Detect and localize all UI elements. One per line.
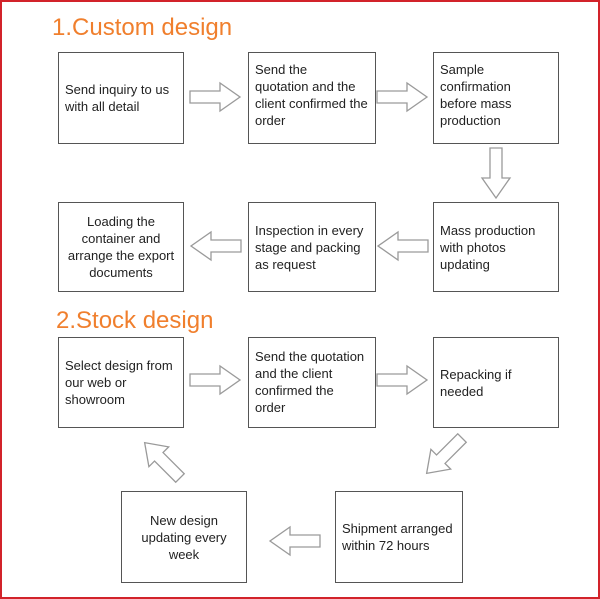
left-arrow-icon	[269, 526, 321, 556]
step-send-quotation-stock: Send the quotation and the client confir…	[248, 337, 376, 428]
step-label: Shipment arranged within 72 hours	[342, 521, 453, 553]
left-arrow-icon	[377, 231, 429, 261]
section-title-custom-design: 1.Custom design	[52, 14, 233, 41]
down-left-arrow-icon	[416, 427, 473, 484]
step-label: Send the quotation and the client confir…	[255, 349, 365, 415]
step-label: Select design from our web or showroom	[65, 358, 173, 407]
step-repacking: Repacking if needed	[433, 337, 559, 428]
down-arrow-icon	[481, 147, 511, 199]
step-loading-container: Loading the container and arrange the ex…	[58, 202, 184, 292]
right-arrow-icon	[189, 82, 241, 112]
step-select-design: Select design from our web or showroom	[58, 337, 184, 428]
right-arrow-icon	[189, 365, 241, 395]
step-label: Inspection in every stage and packing as…	[255, 222, 364, 272]
step-label: Sample confirmation before mass producti…	[440, 62, 512, 128]
up-left-arrow-icon	[134, 432, 191, 489]
step-label: Send the quotation and the client confir…	[255, 62, 368, 128]
section-title-stock-design: 2.Stock design	[56, 307, 214, 334]
step-label: Repacking if needed	[440, 367, 512, 399]
step-new-design-updating: New design updating every week	[121, 491, 247, 583]
step-label: New design updating every week	[141, 512, 227, 562]
step-label: Loading the container and arrange the ex…	[67, 214, 175, 280]
step-send-inquiry: Send inquiry to us with all detail	[58, 52, 184, 144]
right-arrow-icon	[376, 365, 428, 395]
right-arrow-icon	[376, 82, 428, 112]
step-mass-production: Mass production with photos updating	[433, 202, 559, 292]
step-send-quotation: Send the quotation and the client confir…	[248, 52, 376, 144]
step-shipment-arranged: Shipment arranged within 72 hours	[335, 491, 463, 583]
step-label: Send inquiry to us with all detail	[65, 82, 170, 114]
step-sample-confirmation: Sample confirmation before mass producti…	[433, 52, 559, 144]
step-label: Mass production with photos updating	[440, 222, 536, 272]
step-inspection: Inspection in every stage and packing as…	[248, 202, 376, 292]
left-arrow-icon	[190, 231, 242, 261]
